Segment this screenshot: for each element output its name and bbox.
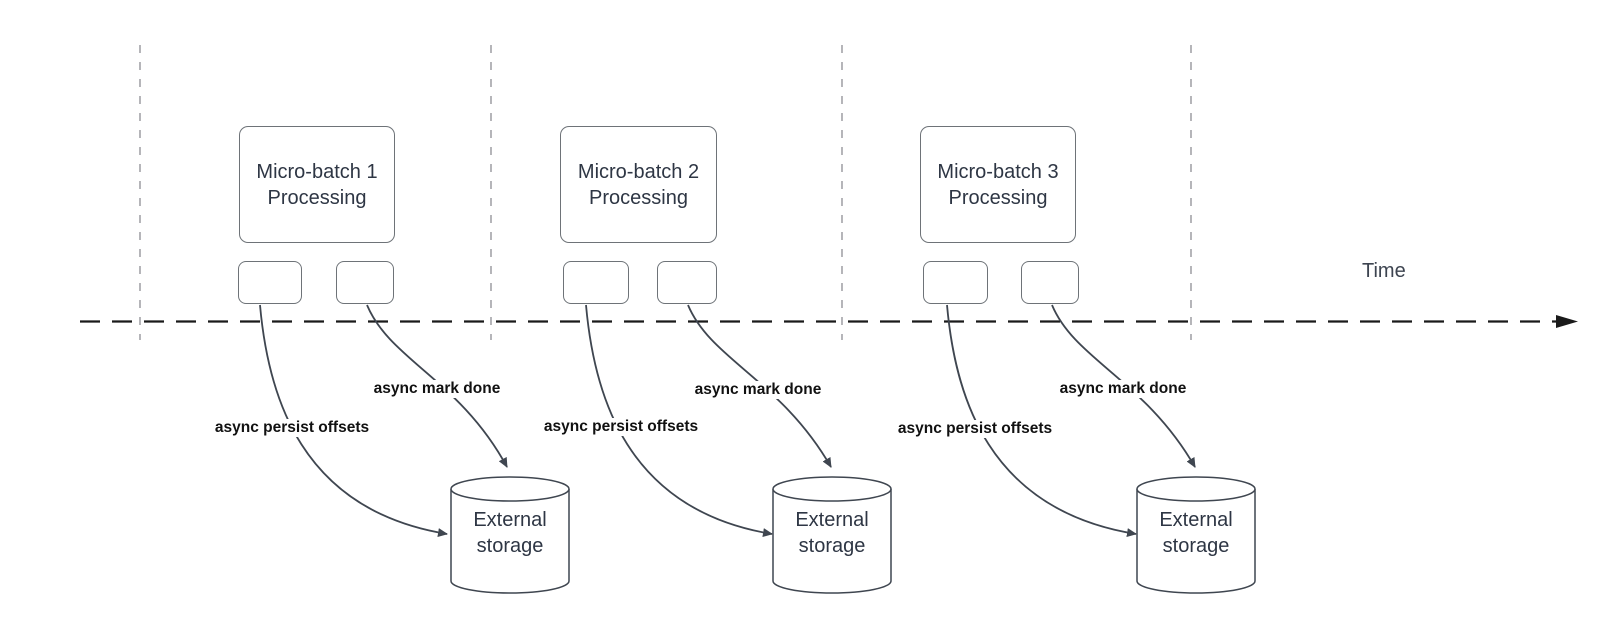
external-storage-cylinder	[1136, 476, 1256, 594]
mark-done-arrow	[366, 304, 508, 468]
micro-batch-3-box: Micro-batch 3 Processing	[920, 126, 1076, 243]
mark-done-label: async mark done	[370, 380, 504, 398]
cylinder-body	[772, 489, 892, 594]
persist-offsets-task-box	[238, 261, 302, 304]
micro-batch-2-label: Micro-batch 2 Processing	[577, 160, 700, 209]
mark-done-task-box	[336, 261, 394, 304]
persist-offsets-label: async persist offsets	[540, 418, 702, 436]
timeline-arrowhead-icon	[1556, 315, 1578, 328]
persist-offsets-arrow	[946, 304, 1137, 538]
mark-done-arrow	[687, 304, 832, 468]
persist-offsets-task-box	[563, 261, 629, 304]
persist-offsets-task-box	[923, 261, 988, 304]
external-storage-label: External storage	[1159, 509, 1233, 557]
external-storage-cylinder	[772, 476, 892, 594]
cylinder-top	[450, 476, 570, 502]
micro-batch-2-box: Micro-batch 2 Processing	[560, 126, 717, 243]
micro-batch-1-box: Micro-batch 1 Processing	[239, 126, 395, 243]
mark-done-label: async mark done	[691, 381, 825, 399]
external-storage-cylinder	[450, 476, 570, 594]
cylinder-body	[450, 489, 570, 594]
external-storage-label: External storage	[795, 509, 869, 557]
time-axis-label: Time	[1362, 260, 1406, 282]
micro-batch-3-label: Micro-batch 3 Processing	[937, 160, 1059, 209]
mark-done-task-box	[1021, 261, 1079, 304]
persist-offsets-label: async persist offsets	[894, 420, 1056, 438]
cylinder-top	[772, 476, 892, 502]
cylinder-top	[1136, 476, 1256, 502]
micro-batch-1-label: Micro-batch 1 Processing	[256, 160, 378, 209]
persist-offsets-arrow	[259, 304, 448, 537]
mark-done-task-box	[657, 261, 717, 304]
mark-done-label: async mark done	[1056, 380, 1190, 398]
mark-done-arrow	[1051, 304, 1196, 468]
cylinder-body	[1136, 489, 1256, 594]
persist-offsets-arrow	[585, 304, 773, 537]
persist-offsets-label: async persist offsets	[211, 419, 373, 437]
external-storage-label: External storage	[473, 509, 547, 557]
